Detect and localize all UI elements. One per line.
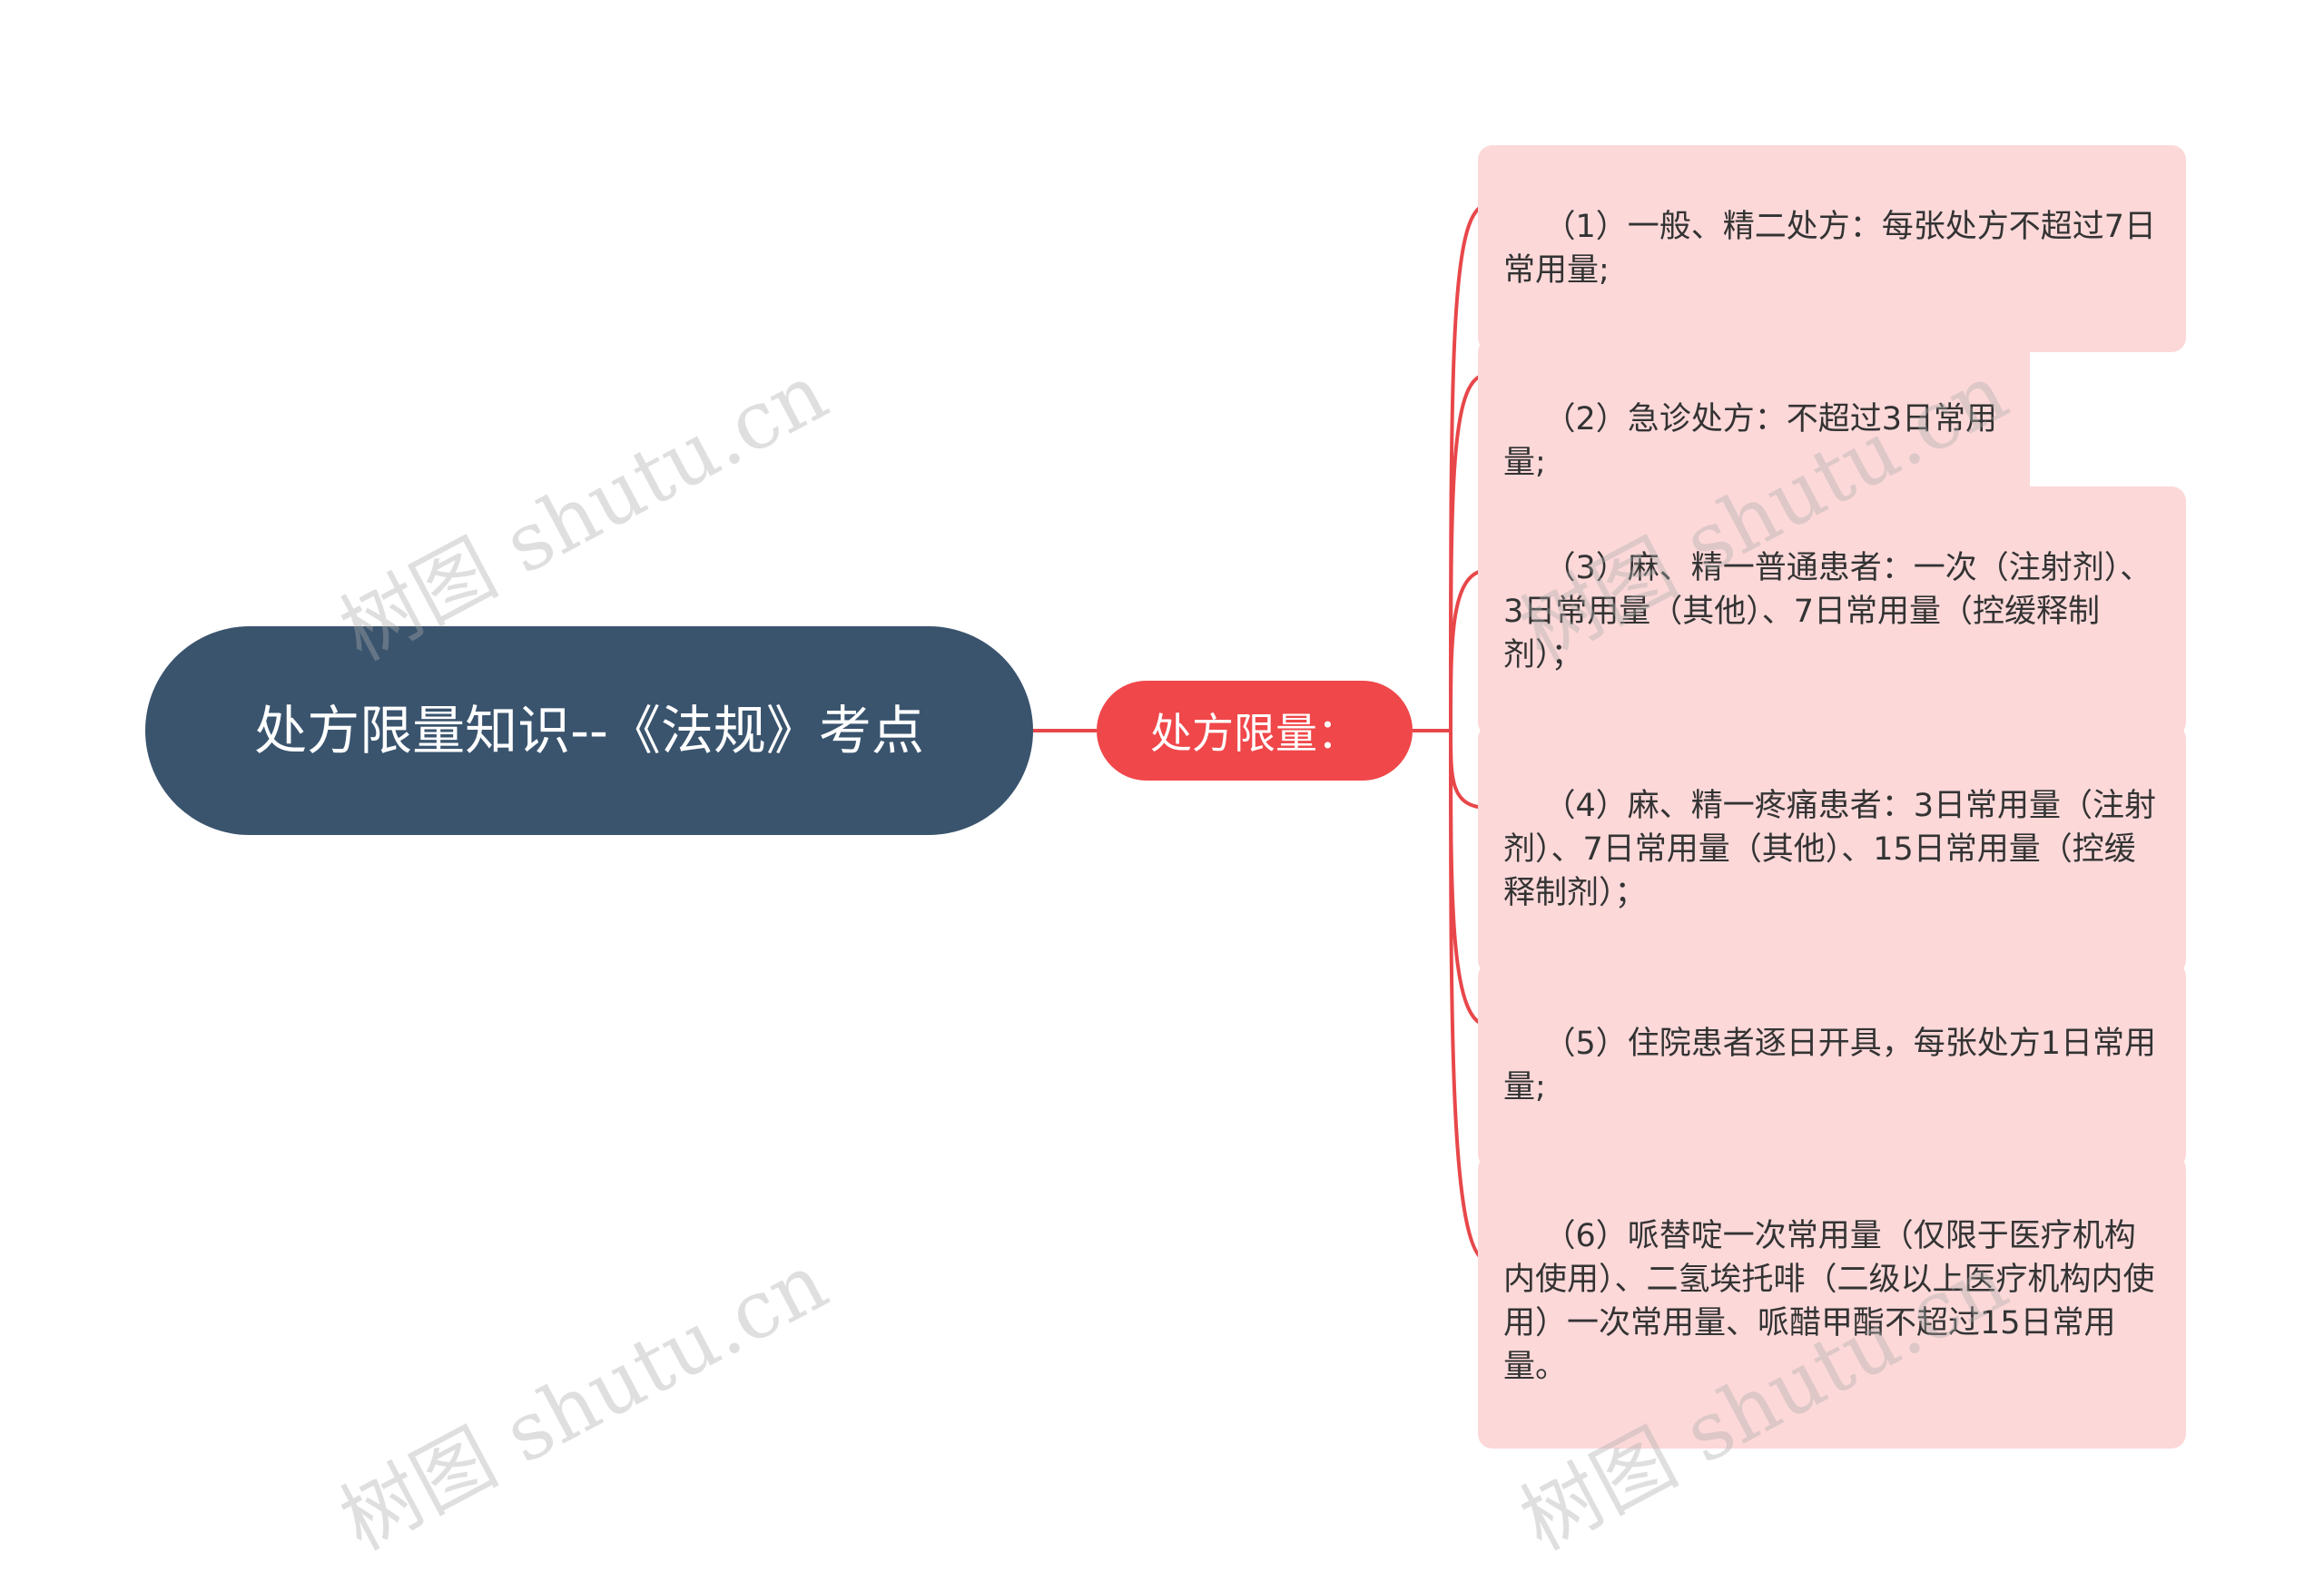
root-topic[interactable]: 处方限量知识--《法规》考点 bbox=[145, 626, 1033, 835]
root-topic-label: 处方限量知识--《法规》考点 bbox=[254, 700, 924, 761]
connector-branch-2 bbox=[1449, 372, 1490, 732]
leaf-topic-label: （5）住院患者逐日开具，每张处方1日常用量; bbox=[1503, 1026, 2157, 1105]
leaf-topic-label: （6）哌替啶一次常用量（仅限于医疗机构内使用）、二氢埃托啡（二级以上医疗机构内使… bbox=[1503, 1218, 2155, 1385]
connector-branch-3 bbox=[1449, 568, 1490, 732]
leaf-topic-label: （3）麻、精一普通患者：一次（注射剂）、3日常用量（其他）、7日常用量（控缓释制… bbox=[1503, 550, 2152, 673]
leaf-topic-label: （4）麻、精一疼痛患者：3日常用量（注射剂）、7日常用量（其他）、15日常用量（… bbox=[1503, 788, 2157, 911]
hub-topic[interactable]: 处方限量： bbox=[1097, 681, 1413, 781]
leaf-topic-label: （1）一般、精二处方：每张处方不超过7日常用量; bbox=[1503, 209, 2157, 289]
leaf-topic-1[interactable]: （1）一般、精二处方：每张处方不超过7日常用量; bbox=[1478, 145, 2186, 352]
connector-lines bbox=[1033, 202, 1490, 1263]
leaf-topic-4[interactable]: （4）麻、精一疼痛患者：3日常用量（注射剂）、7日常用量（其他）、15日常用量（… bbox=[1478, 724, 2186, 975]
hub-topic-label: 处方限量： bbox=[1150, 709, 1359, 758]
leaf-topic-label: （2）急诊处方：不超过3日常用量; bbox=[1503, 401, 1998, 481]
leaf-topic-6[interactable]: （6）哌替啶一次常用量（仅限于医疗机构内使用）、二氢埃托啡（二级以上医疗机构内使… bbox=[1478, 1154, 2186, 1449]
leaf-topic-3[interactable]: （3）麻、精一普通患者：一次（注射剂）、3日常用量（其他）、7日常用量（控缓释制… bbox=[1478, 486, 2186, 737]
connector-branch-6 bbox=[1449, 730, 1490, 1263]
mind-map-canvas: 处方限量知识--《法规》考点 处方限量： （1）一般、精二处方：每张处方不超过7… bbox=[145, 145, 2186, 1568]
leaf-topic-5[interactable]: （5）住院患者逐日开具，每张处方1日常用量; bbox=[1478, 962, 2186, 1169]
